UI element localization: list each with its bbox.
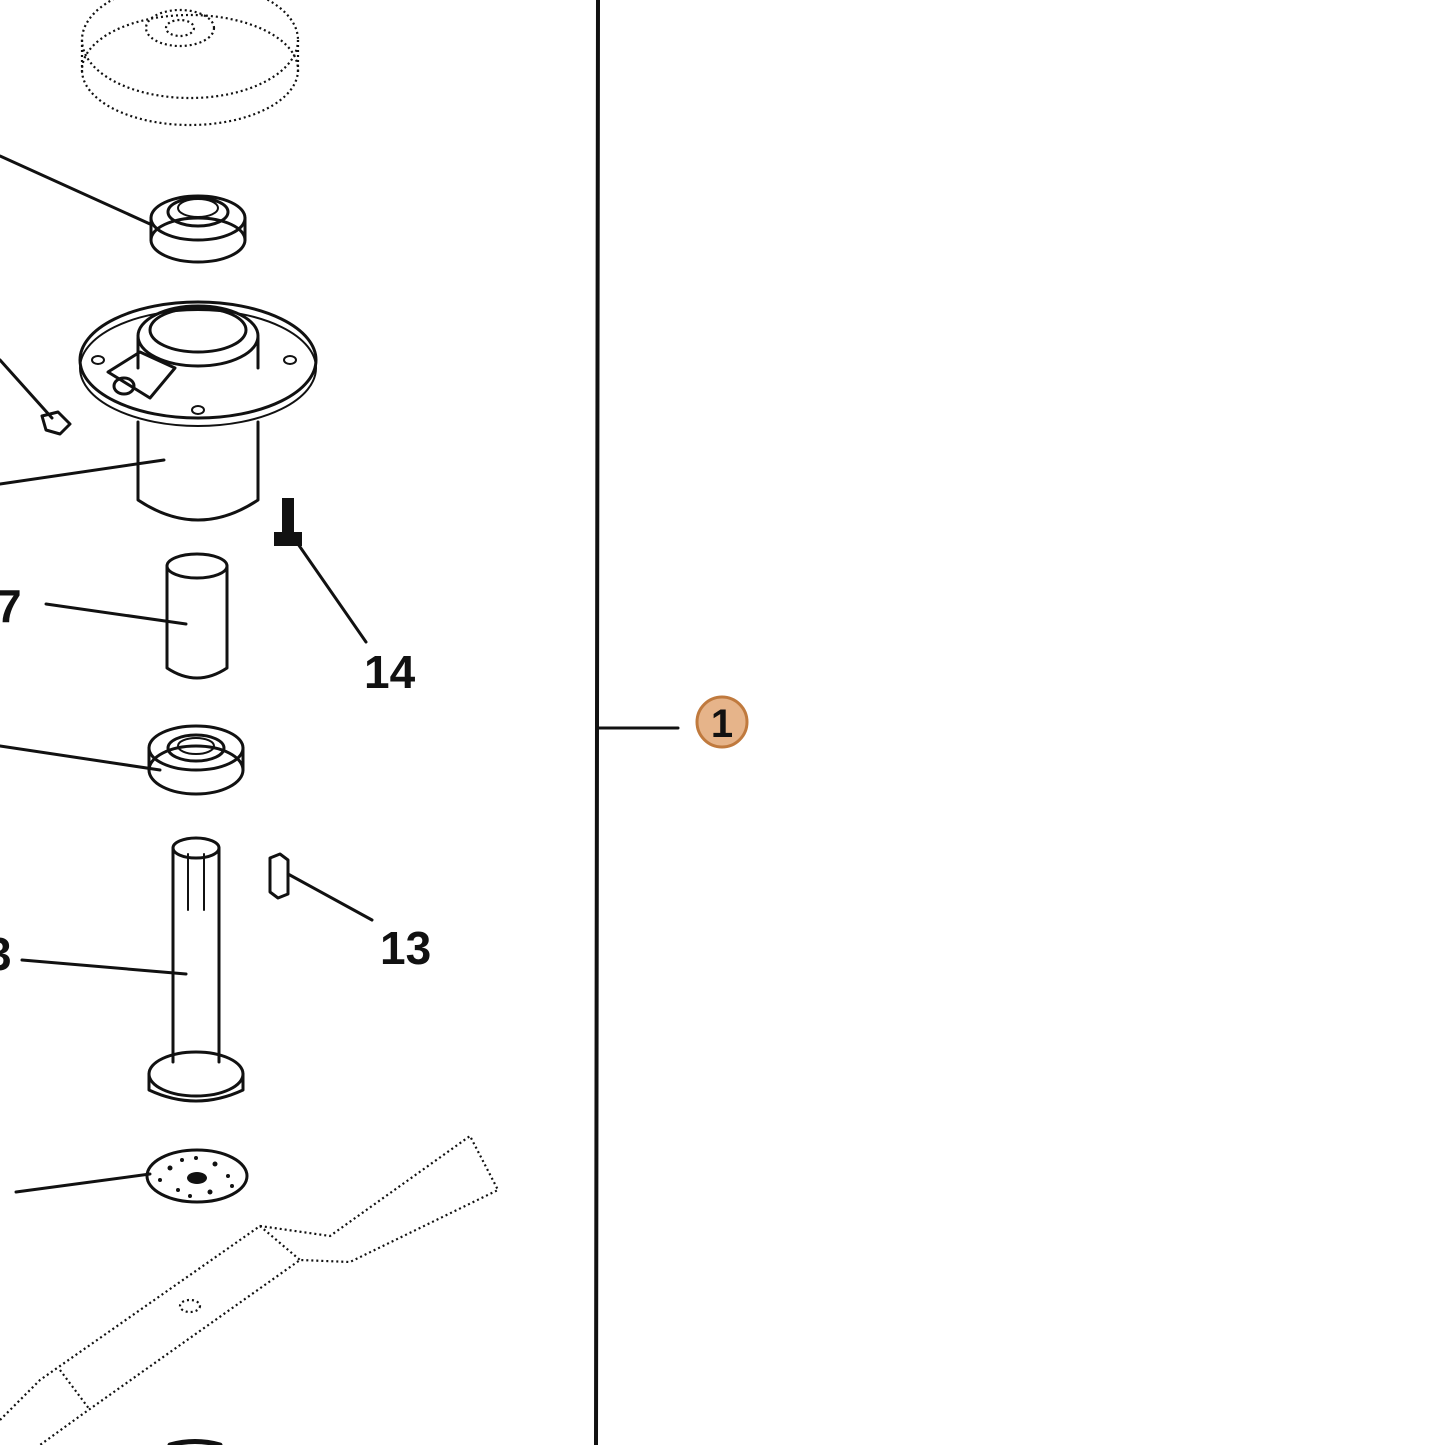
bolt-14: 14 <box>274 498 416 698</box>
lower-bearing <box>0 724 245 796</box>
spindle-housing <box>0 300 318 522</box>
spindle-shaft: 3 <box>0 836 245 1103</box>
key-13: 13 <box>268 852 431 974</box>
label-7: 7 <box>0 580 22 632</box>
label-3: 3 <box>0 928 12 980</box>
label-14: 14 <box>364 646 416 698</box>
blade-phantom <box>0 1134 500 1445</box>
label-13: 13 <box>380 922 431 974</box>
blade-washer <box>14 1148 249 1204</box>
upper-bearing <box>0 154 247 264</box>
callout-circle <box>695 695 749 749</box>
assembly-bracket <box>594 0 680 1445</box>
grease-fitting <box>0 358 72 436</box>
pulley-phantom <box>80 0 300 127</box>
spacer-tube: 7 <box>0 552 229 680</box>
callout-number: 1 <box>711 702 733 746</box>
callout-badge-1[interactable]: 1 <box>695 695 749 749</box>
